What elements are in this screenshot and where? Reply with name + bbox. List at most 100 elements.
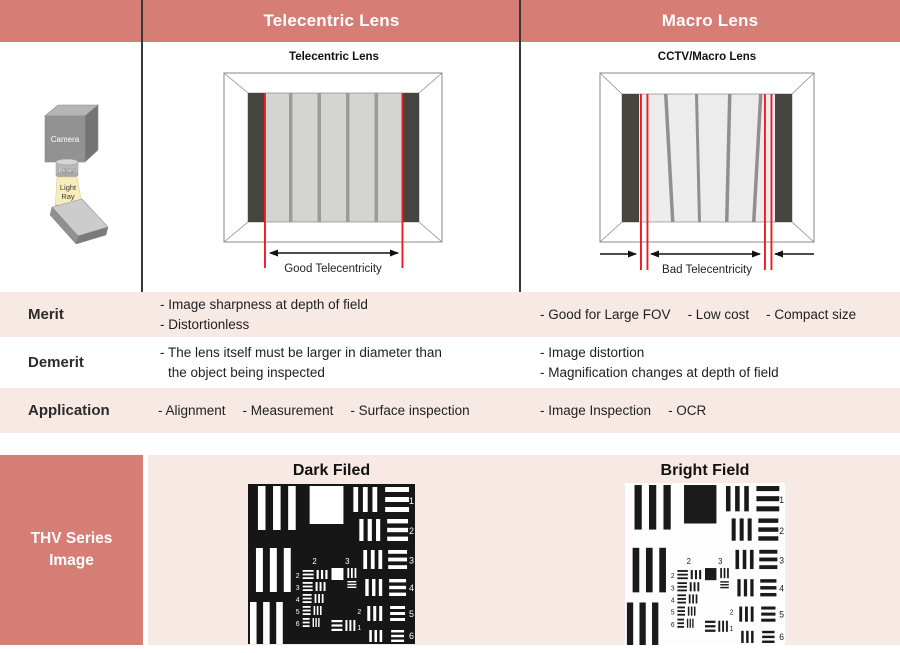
telecentric-diagram-caption: Good Telecentricity [284,263,382,275]
merit-macro-item: - Compact size [766,307,857,322]
macro-diagram-svg: CCTV/Macro Lens Bad Telecentricity [599,51,815,276]
lens-label: Lens [58,166,76,175]
pillar-gap-tilted [664,94,675,222]
pillar-photo [621,93,793,223]
camera-box-front [44,115,86,163]
merit-macro-item: - Good for Large FOV [540,307,671,322]
red-reference-line-right [401,93,404,268]
merit-macro-cell: - Good for Large FOV - Low cost - Compac… [540,292,856,337]
svg-text:3: 3 [718,557,723,566]
svg-text:1: 1 [357,625,361,632]
red-reference-line [764,94,766,270]
svg-text:3: 3 [345,557,350,566]
demerit-macro-line: - Magnification changes at depth of fiel… [540,365,779,380]
frame-diag-tr [418,72,443,94]
macro-diagram: CCTV/Macro Lens Bad Telecentricity [585,48,830,283]
frame-diag-bl [223,221,249,243]
svg-text:4: 4 [296,597,300,604]
svg-text:5: 5 [779,609,784,619]
pillar-gap [317,93,321,222]
frame-diag-tr [791,72,815,95]
red-reference-line [640,94,642,270]
wedge-front-face [75,226,109,245]
svg-text:4: 4 [409,583,414,593]
application-macro-cell: - Image Inspection - OCR [540,388,706,433]
thv-series-label-box: THV Series Image [0,455,143,645]
pillar-gap [289,93,293,222]
macro-diagram-caption: Bad Telecentricity [662,264,752,276]
svg-text:2: 2 [671,573,675,580]
telecentric-diagram-svg: Telecentric Lens Good Telecentricity [223,51,443,275]
demerit-telecentric-line: the object being inspected [168,365,325,380]
telecentric-diagram: Telecentric Lens Good Telecentricity [212,48,457,283]
svg-text:3: 3 [409,555,414,565]
pillar-gap [374,93,378,222]
application-telecentric-item: - Surface inspection [350,403,470,418]
dark-band-left [248,93,265,222]
application-telecentric-item: - Measurement [242,403,334,418]
application-label: Application [28,402,110,419]
svg-text:6: 6 [779,632,784,642]
svg-text:1: 1 [779,495,784,505]
frame-diag-br [418,221,443,243]
dark-field-title: Dark Filed [292,462,371,479]
svg-text:2: 2 [730,609,734,616]
red-reference-line-left [264,93,266,268]
demerit-telecentric-cell: - The lens itself must be larger in diam… [160,343,520,383]
svg-text:5: 5 [409,609,414,619]
thv-series-label-line1: THV Series [30,530,113,547]
application-telecentric-item: - Alignment [158,403,226,418]
demerit-row: Demerit - The lens itself must be larger… [0,337,900,388]
merit-macro-item: - Low cost [687,307,750,322]
thv-series-label-line2: Image [49,552,94,569]
merit-label: Merit [28,306,64,323]
svg-text:4: 4 [779,583,784,593]
svg-text:2: 2 [687,557,691,566]
svg-text:3: 3 [779,555,784,565]
svg-text:2: 2 [357,609,361,616]
telecentric-diagram-title: Telecentric Lens [289,51,379,63]
svg-text:2: 2 [779,526,784,536]
demerit-macro-cell: - Image distortion - Magnification chang… [540,343,895,383]
light-ray-label-1: Light [60,183,77,192]
frame-diag-br [791,221,815,243]
application-telecentric-cell: - Alignment - Measurement - Surface insp… [158,388,470,433]
application-row: Application - Alignment - Measurement - … [0,388,900,433]
dark-band-left [622,94,639,222]
pillar-gap-tilted [725,94,732,222]
svg-text:1: 1 [730,626,734,633]
frame-diag-tl [599,72,623,95]
svg-text:5: 5 [296,609,300,616]
svg-text:2: 2 [409,526,414,536]
frame-diag-tl [223,72,249,94]
svg-text:4: 4 [671,597,675,604]
svg-text:6: 6 [296,621,300,628]
column-divider-left [141,0,143,433]
lens-top-rim [55,158,79,166]
column-divider-right [519,0,521,433]
header-macro: Macro Lens [661,11,759,30]
macro-diagram-title: CCTV/Macro Lens [658,51,756,63]
svg-text:6: 6 [409,631,414,641]
merit-row: Merit - Image sharpness at depth of fiel… [0,292,900,337]
red-reference-line [646,94,649,270]
header-band [0,0,900,42]
application-macro-item: - OCR [668,403,707,418]
camera-illustration: Camera Lens Light Ray [30,100,130,245]
bright-field-title: Bright Field [660,462,750,479]
demerit-macro-line: - Image distortion [540,345,645,360]
application-macro-item: - Image Inspection [540,403,652,418]
svg-text:2: 2 [312,557,317,566]
demerit-label: Demerit [28,354,84,371]
svg-text:2: 2 [296,573,300,580]
merit-telecentric-line: - Distortionless [160,317,250,332]
dark-band-right [402,93,419,222]
svg-text:1: 1 [409,496,414,506]
svg-text:6: 6 [671,622,675,629]
demerit-telecentric-line: - The lens itself must be larger in diam… [160,345,442,360]
